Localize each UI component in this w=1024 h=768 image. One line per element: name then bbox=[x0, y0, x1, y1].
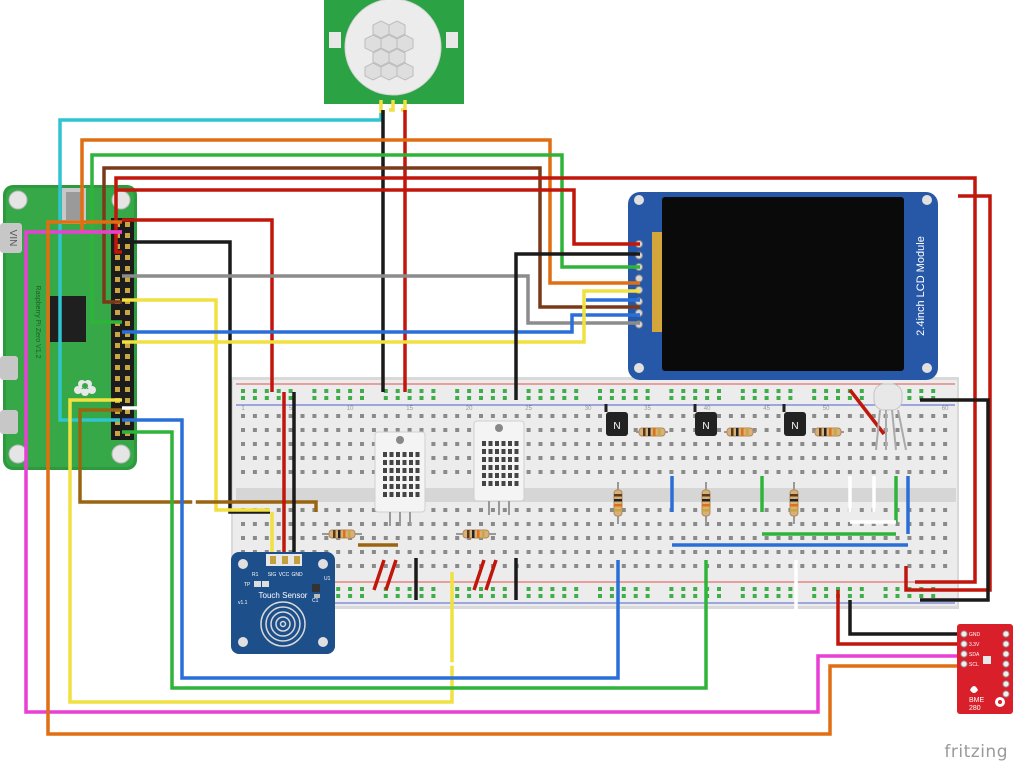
bme-model: 280 bbox=[969, 705, 981, 712]
touch-pin-vcc: VCC bbox=[279, 572, 290, 578]
transistor-2: N bbox=[695, 412, 717, 436]
bme280-sensor: GND 3.3V SDA SCL BME 280 bbox=[957, 624, 1013, 714]
transistor-1-mark: N bbox=[613, 421, 620, 432]
breadboard-column-number: 45 bbox=[763, 406, 770, 412]
breadboard-column-number: 30 bbox=[585, 406, 592, 412]
gear-icon bbox=[995, 697, 1005, 707]
touch-tp: TP bbox=[244, 582, 251, 588]
dht-sensor-1 bbox=[374, 431, 426, 526]
touch-r1: R1 bbox=[252, 572, 259, 578]
rgb-led bbox=[873, 383, 907, 451]
wires bbox=[24, 100, 992, 736]
bme-pin-label: SDA bbox=[969, 652, 980, 658]
lcd-module: 2.4inch LCD Module bbox=[628, 192, 938, 380]
resistors bbox=[322, 427, 844, 539]
touch-sensor: SIG VCC GND R1 U1 TP C1 Touch Sensor v1.… bbox=[231, 552, 335, 654]
breadboard-column-number: 10 bbox=[347, 406, 354, 412]
touch-version: v1.1 bbox=[238, 600, 248, 606]
breadboard-column-number: 5 bbox=[289, 406, 293, 412]
breadboard-column-number: 60 bbox=[942, 406, 949, 412]
dht-sensor-2 bbox=[473, 420, 525, 515]
breadboard-column-number: 40 bbox=[704, 406, 711, 412]
transistor-2-mark: N bbox=[702, 421, 709, 432]
transistor-3-mark: N bbox=[791, 421, 798, 432]
breadboard-column-number: 35 bbox=[644, 406, 651, 412]
breadboard-column-number: 25 bbox=[525, 406, 532, 412]
bme-pin-label: GND bbox=[969, 632, 981, 638]
breadboard-column-number: 20 bbox=[466, 406, 473, 412]
bme-name: BME bbox=[969, 697, 985, 704]
transistor-3: N bbox=[784, 412, 806, 436]
pi-board-label: Raspberry Pi Zero V1.2 bbox=[34, 285, 41, 358]
fritzing-logo: fritzing bbox=[944, 742, 1008, 762]
touch-pad-icon bbox=[260, 601, 306, 647]
touch-u1: U1 bbox=[324, 576, 331, 582]
touch-c1: C1 bbox=[312, 598, 319, 604]
bme-pin-label: 3.3V bbox=[969, 642, 980, 648]
breadboard-column-number: 15 bbox=[406, 406, 413, 412]
touch-title: Touch Sensor bbox=[259, 591, 308, 600]
touch-pin-gnd: GND bbox=[291, 572, 303, 578]
breadboard-column-number: 50 bbox=[823, 406, 830, 412]
bme-pin-label: SCL bbox=[969, 662, 979, 668]
touch-pin-sig: SIG bbox=[268, 572, 277, 578]
transistor-1: N bbox=[606, 412, 628, 436]
vin-label: VIN bbox=[7, 230, 18, 247]
pir-sensor bbox=[324, 0, 464, 104]
lcd-label: 2.4inch LCD Module bbox=[915, 236, 927, 336]
raspberry-logo-icon bbox=[74, 380, 96, 396]
flame-icon bbox=[970, 686, 978, 693]
breadboard-column-number: 1 bbox=[241, 406, 245, 412]
